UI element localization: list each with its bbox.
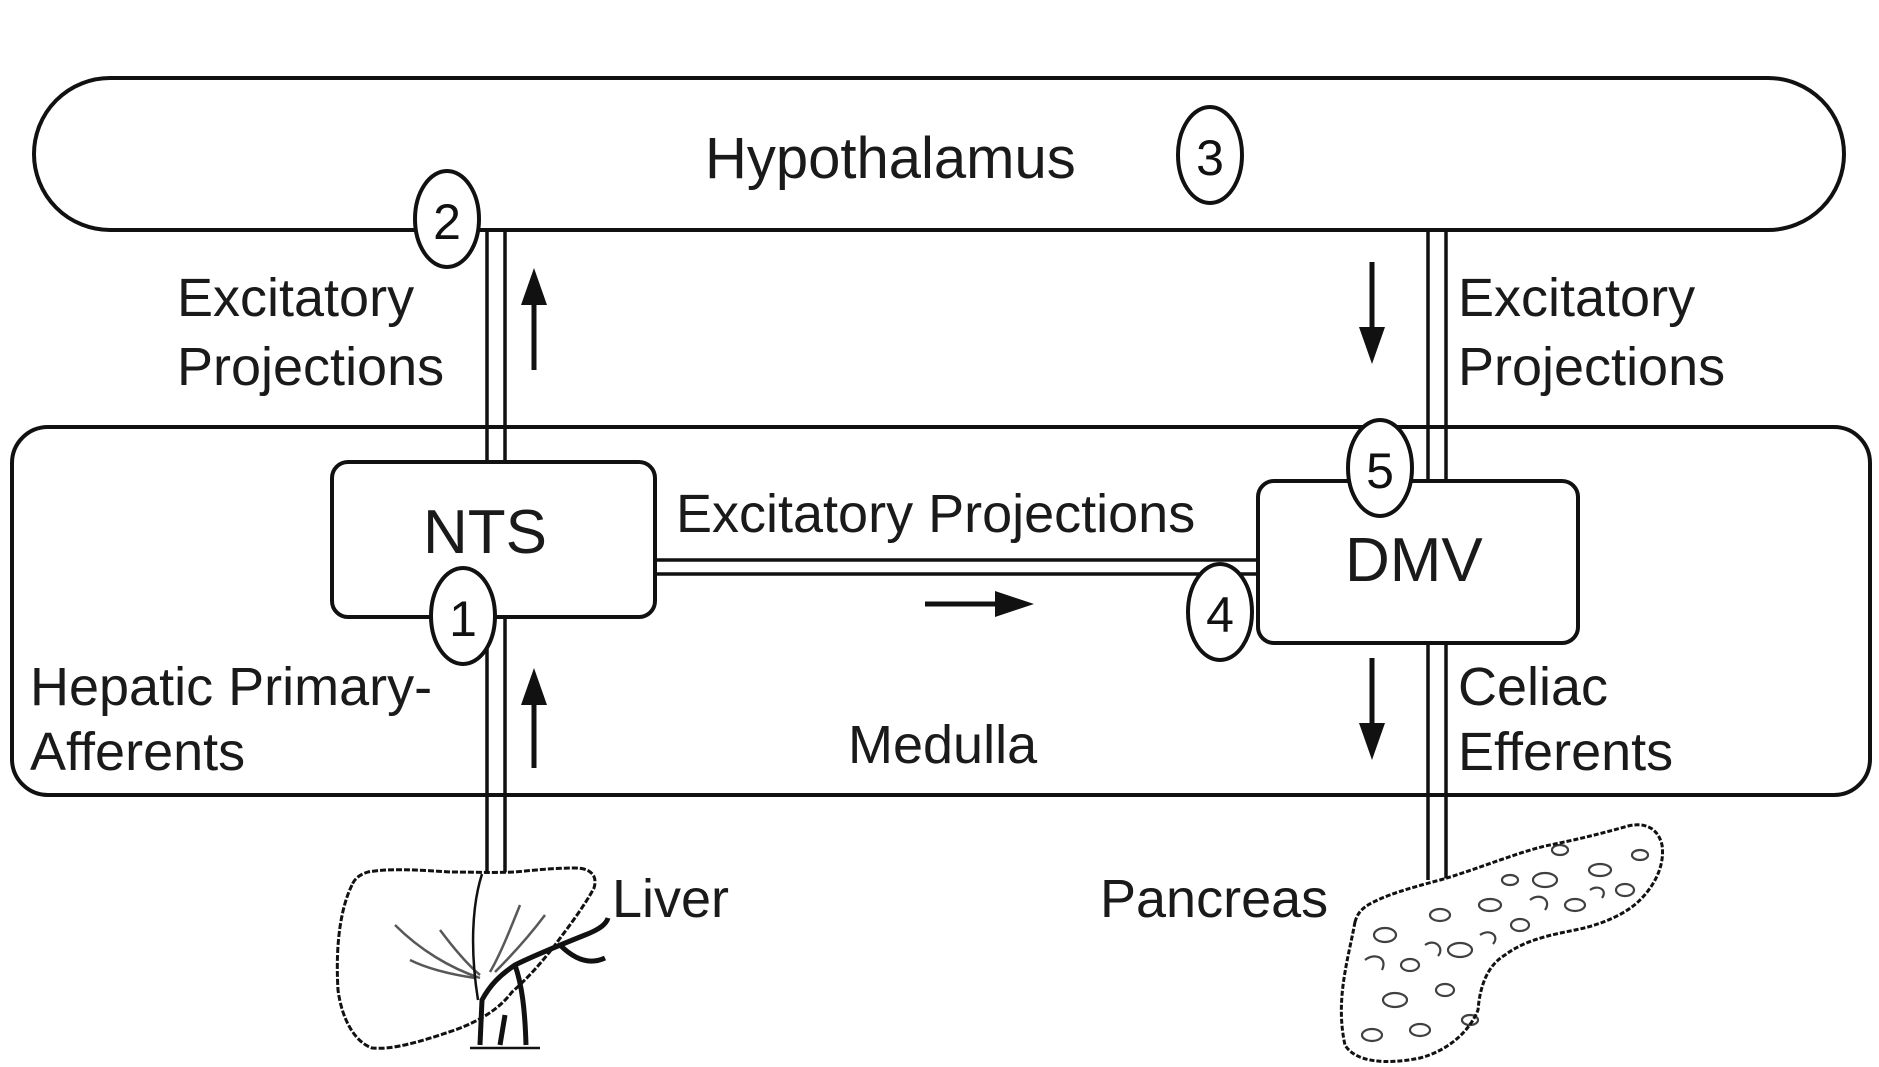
svg-text:2: 2 bbox=[433, 194, 461, 250]
liver-illustration bbox=[337, 868, 608, 1048]
pancreas-label: Pancreas bbox=[1100, 869, 1328, 929]
right-projection-label-line2: Projections bbox=[1458, 337, 1725, 397]
medulla-label: Medulla bbox=[848, 715, 1038, 775]
dmv-label: DMV bbox=[1345, 526, 1483, 595]
pancreas-illustration bbox=[1341, 825, 1662, 1062]
marker-5: 5 bbox=[1348, 420, 1412, 516]
arrow-up-lower-left bbox=[521, 668, 547, 768]
afferents-label-line1: Hepatic Primary- bbox=[30, 657, 432, 717]
afferents-label-line2: Afferents bbox=[30, 722, 245, 782]
marker-1: 1 bbox=[431, 568, 495, 664]
liver-label: Liver bbox=[612, 869, 729, 929]
middle-pathway bbox=[655, 560, 1258, 574]
left-projection-label-line1: Excitatory bbox=[177, 268, 414, 328]
svg-text:4: 4 bbox=[1206, 587, 1234, 643]
svg-text:3: 3 bbox=[1196, 130, 1224, 186]
arrow-right-middle bbox=[925, 591, 1034, 617]
svg-text:5: 5 bbox=[1366, 443, 1394, 499]
marker-2: 2 bbox=[415, 171, 479, 267]
marker-4: 4 bbox=[1188, 564, 1252, 660]
arrow-up-upper-left bbox=[521, 268, 547, 370]
arrow-down-upper-right bbox=[1359, 262, 1385, 364]
marker-3: 3 bbox=[1178, 107, 1242, 203]
left-projection-label-line2: Projections bbox=[177, 337, 444, 397]
hypothalamus-label: Hypothalamus bbox=[705, 126, 1076, 191]
svg-text:1: 1 bbox=[449, 591, 477, 647]
middle-projection-label: Excitatory Projections bbox=[676, 484, 1195, 544]
nts-label: NTS bbox=[423, 498, 547, 567]
efferents-label-line1: Celiac bbox=[1458, 657, 1608, 717]
right-projection-label-line1: Excitatory bbox=[1458, 268, 1695, 328]
efferents-label-line2: Efferents bbox=[1458, 722, 1673, 782]
arrow-down-lower-right bbox=[1359, 658, 1385, 760]
